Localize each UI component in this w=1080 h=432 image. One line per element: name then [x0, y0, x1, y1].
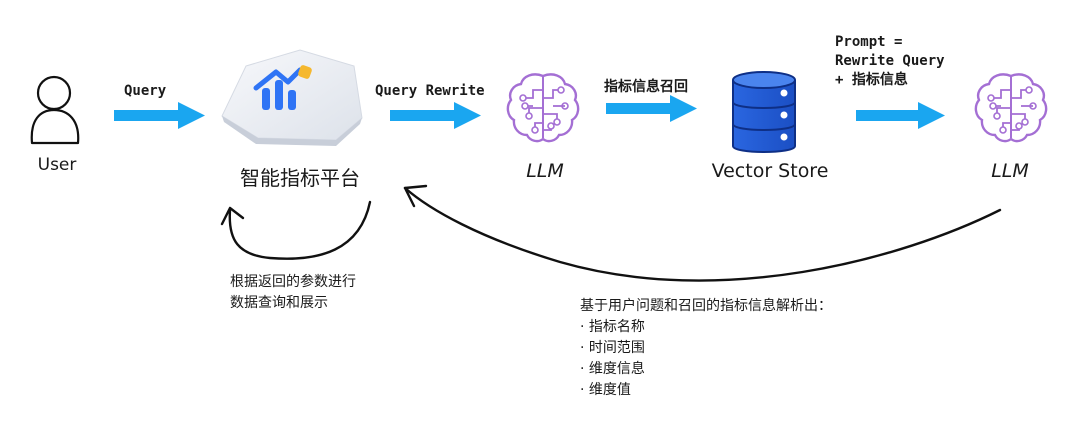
parse-note-line: · 指标名称	[580, 319, 645, 335]
return-curve-arrow	[403, 184, 1002, 282]
brain-icon	[974, 73, 1048, 143]
prompt-label: Prompt = Rewrite Query + 指标信息	[835, 33, 945, 90]
return-note: 根据返回的参数进行 数据查询和展示	[230, 272, 356, 314]
return-note-line: 数据查询和展示	[230, 295, 328, 311]
prompt-line-2: Rewrite Query	[835, 53, 945, 69]
query-rewrite-label: Query Rewrite	[375, 83, 485, 99]
query-label: Query	[124, 83, 167, 99]
parse-note-line: 基于用户问题和召回的指标信息解析出：	[580, 298, 832, 314]
parse-note: 基于用户问题和召回的指标信息解析出： · 指标名称 · 时间范围 · 维度信息 …	[580, 296, 832, 401]
parse-note-line: · 时间范围	[580, 340, 645, 356]
prompt-line-1: Prompt =	[835, 34, 903, 50]
llm-label-2: LLM	[991, 160, 1029, 182]
platform-label: 智能指标平台	[240, 166, 360, 190]
platform-logo-icon	[221, 49, 363, 146]
query-arrow	[114, 102, 205, 129]
vector-store-label: Vector Store	[711, 160, 829, 182]
brain-icon	[506, 73, 580, 143]
query-rewrite-arrow	[390, 102, 481, 129]
return-note-line: 根据返回的参数进行	[230, 274, 356, 290]
parse-note-line: · 维度信息	[580, 361, 645, 377]
parse-note-line: · 维度值	[580, 382, 631, 398]
user-label: User	[37, 155, 77, 175]
prompt-arrow	[856, 102, 945, 129]
database-icon	[732, 71, 796, 153]
prompt-line-3: + 指标信息	[835, 72, 908, 88]
recall-arrow	[606, 95, 697, 122]
user-icon	[30, 75, 80, 145]
self-loop-arrow	[220, 200, 372, 260]
llm-label-1: LLM	[526, 160, 564, 182]
recall-label: 指标信息召回	[604, 79, 688, 95]
